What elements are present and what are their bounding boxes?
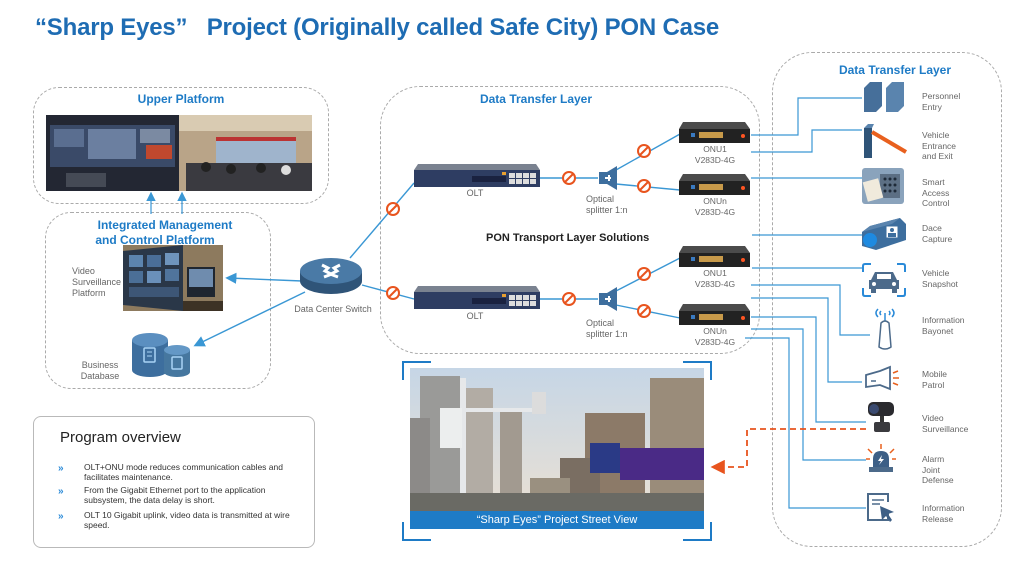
optical-splitter-bottom-label: Optical splitter 1:n: [586, 318, 628, 339]
video-surveillance-photo: [123, 245, 223, 311]
onu-device[interactable]: [679, 122, 751, 144]
integrated-platform-box: [45, 212, 271, 389]
upper-platform-title: Upper Platform: [137, 92, 225, 106]
upper-platform-box: [33, 87, 329, 204]
device-label: Information Release: [922, 503, 965, 524]
optical-splitter-top-label: Optical splitter 1:n: [586, 194, 628, 215]
olt-bottom-device[interactable]: [412, 286, 542, 310]
fiber-marker-icon: [386, 286, 400, 300]
program-overview-title: Program overview: [60, 429, 181, 446]
fiber-marker-icon: [637, 304, 651, 318]
face-camera-icon: [862, 218, 906, 250]
alarm-siren-icon: [866, 444, 896, 472]
onu-label: ONUn V283D-4G: [694, 196, 736, 217]
olt-top-label: OLT: [466, 188, 484, 198]
device-label: Smart Access Control: [922, 177, 950, 208]
olt-bottom-label: OLT: [466, 311, 484, 321]
switch-to-database-link: [193, 291, 306, 347]
middle-layer-title: Data Transfer Layer: [479, 92, 593, 106]
cctv-camera-icon: [868, 402, 894, 432]
right-transfer-layer-box: [772, 52, 1002, 547]
device-label: Vehicle Entrance and Exit: [922, 130, 957, 161]
fiber-marker-icon: [562, 292, 576, 306]
device-label: Alarm Joint Defense: [922, 454, 954, 485]
onu-device[interactable]: [679, 304, 751, 326]
street-view-frame: [402, 361, 712, 541]
data-center-switch-label: Data Center Switch: [294, 304, 372, 314]
chevron-right-icon: »: [58, 486, 64, 497]
barrier-gate-icon: [864, 124, 908, 158]
middle-transfer-layer-box: [380, 86, 760, 354]
control-room-photo: [46, 115, 312, 191]
megaphone-icon: [865, 365, 899, 391]
onu-label: ONUn V283D-4G: [694, 326, 736, 347]
database-icon: [132, 333, 190, 377]
car-snapshot-icon: [862, 263, 906, 297]
camera-to-street-view-link: [710, 428, 866, 475]
street-view-caption: “Sharp Eyes” Project Street View: [410, 511, 704, 529]
device-label: Personnel Entry: [922, 91, 961, 112]
data-center-switch-icon[interactable]: [298, 255, 364, 297]
optical-splitter-bottom-icon[interactable]: [597, 286, 619, 312]
video-surveillance-platform-label: Video Surveillance Platform: [72, 266, 122, 298]
fiber-marker-icon: [637, 267, 651, 281]
business-database-label: Business Database: [80, 360, 120, 381]
page-title: “Sharp Eyes” Project (Originally called …: [35, 14, 720, 41]
turnstile-icon: [864, 82, 904, 112]
card-reader-icon: [862, 168, 904, 204]
device-label: Mobile Patrol: [922, 369, 948, 390]
integrated-platform-title-line2: and Control Platform: [95, 233, 215, 247]
fiber-marker-icon: [637, 144, 651, 158]
onu-label: ONU1 V283D-4G: [694, 268, 736, 289]
olt-top-device[interactable]: [412, 164, 542, 188]
device-label: Dace Capture: [922, 223, 953, 244]
device-label: Video Surveillance: [922, 413, 969, 434]
pon-transport-label: PON Transport Layer Solutions: [486, 232, 650, 244]
fiber-marker-icon: [562, 171, 576, 185]
onu-label: ONU1 V283D-4G: [694, 144, 736, 165]
antenna-bayonet-icon: [875, 308, 895, 350]
device-label: Information Bayonet: [922, 315, 965, 336]
fiber-marker-icon: [386, 202, 400, 216]
switch-to-olt-top: [349, 182, 415, 259]
chevron-right-icon: »: [58, 463, 64, 474]
program-overview-panel: Program overview » OLT+ONU mode reduces …: [33, 416, 315, 548]
switch-to-video-link: [225, 272, 303, 284]
onu-device[interactable]: [679, 246, 751, 268]
optical-splitter-top-icon[interactable]: [597, 165, 619, 191]
street-view-photo: [410, 368, 704, 511]
fiber-marker-icon: [637, 179, 651, 193]
device-label: Vehicle Snapshot: [922, 268, 958, 289]
info-release-icon: [867, 493, 894, 522]
right-layer-title: Data Transfer Layer: [838, 63, 952, 77]
integrated-platform-title-line1: Integrated Management: [97, 218, 233, 232]
chevron-right-icon: »: [58, 511, 64, 522]
onu-device[interactable]: [679, 174, 751, 196]
